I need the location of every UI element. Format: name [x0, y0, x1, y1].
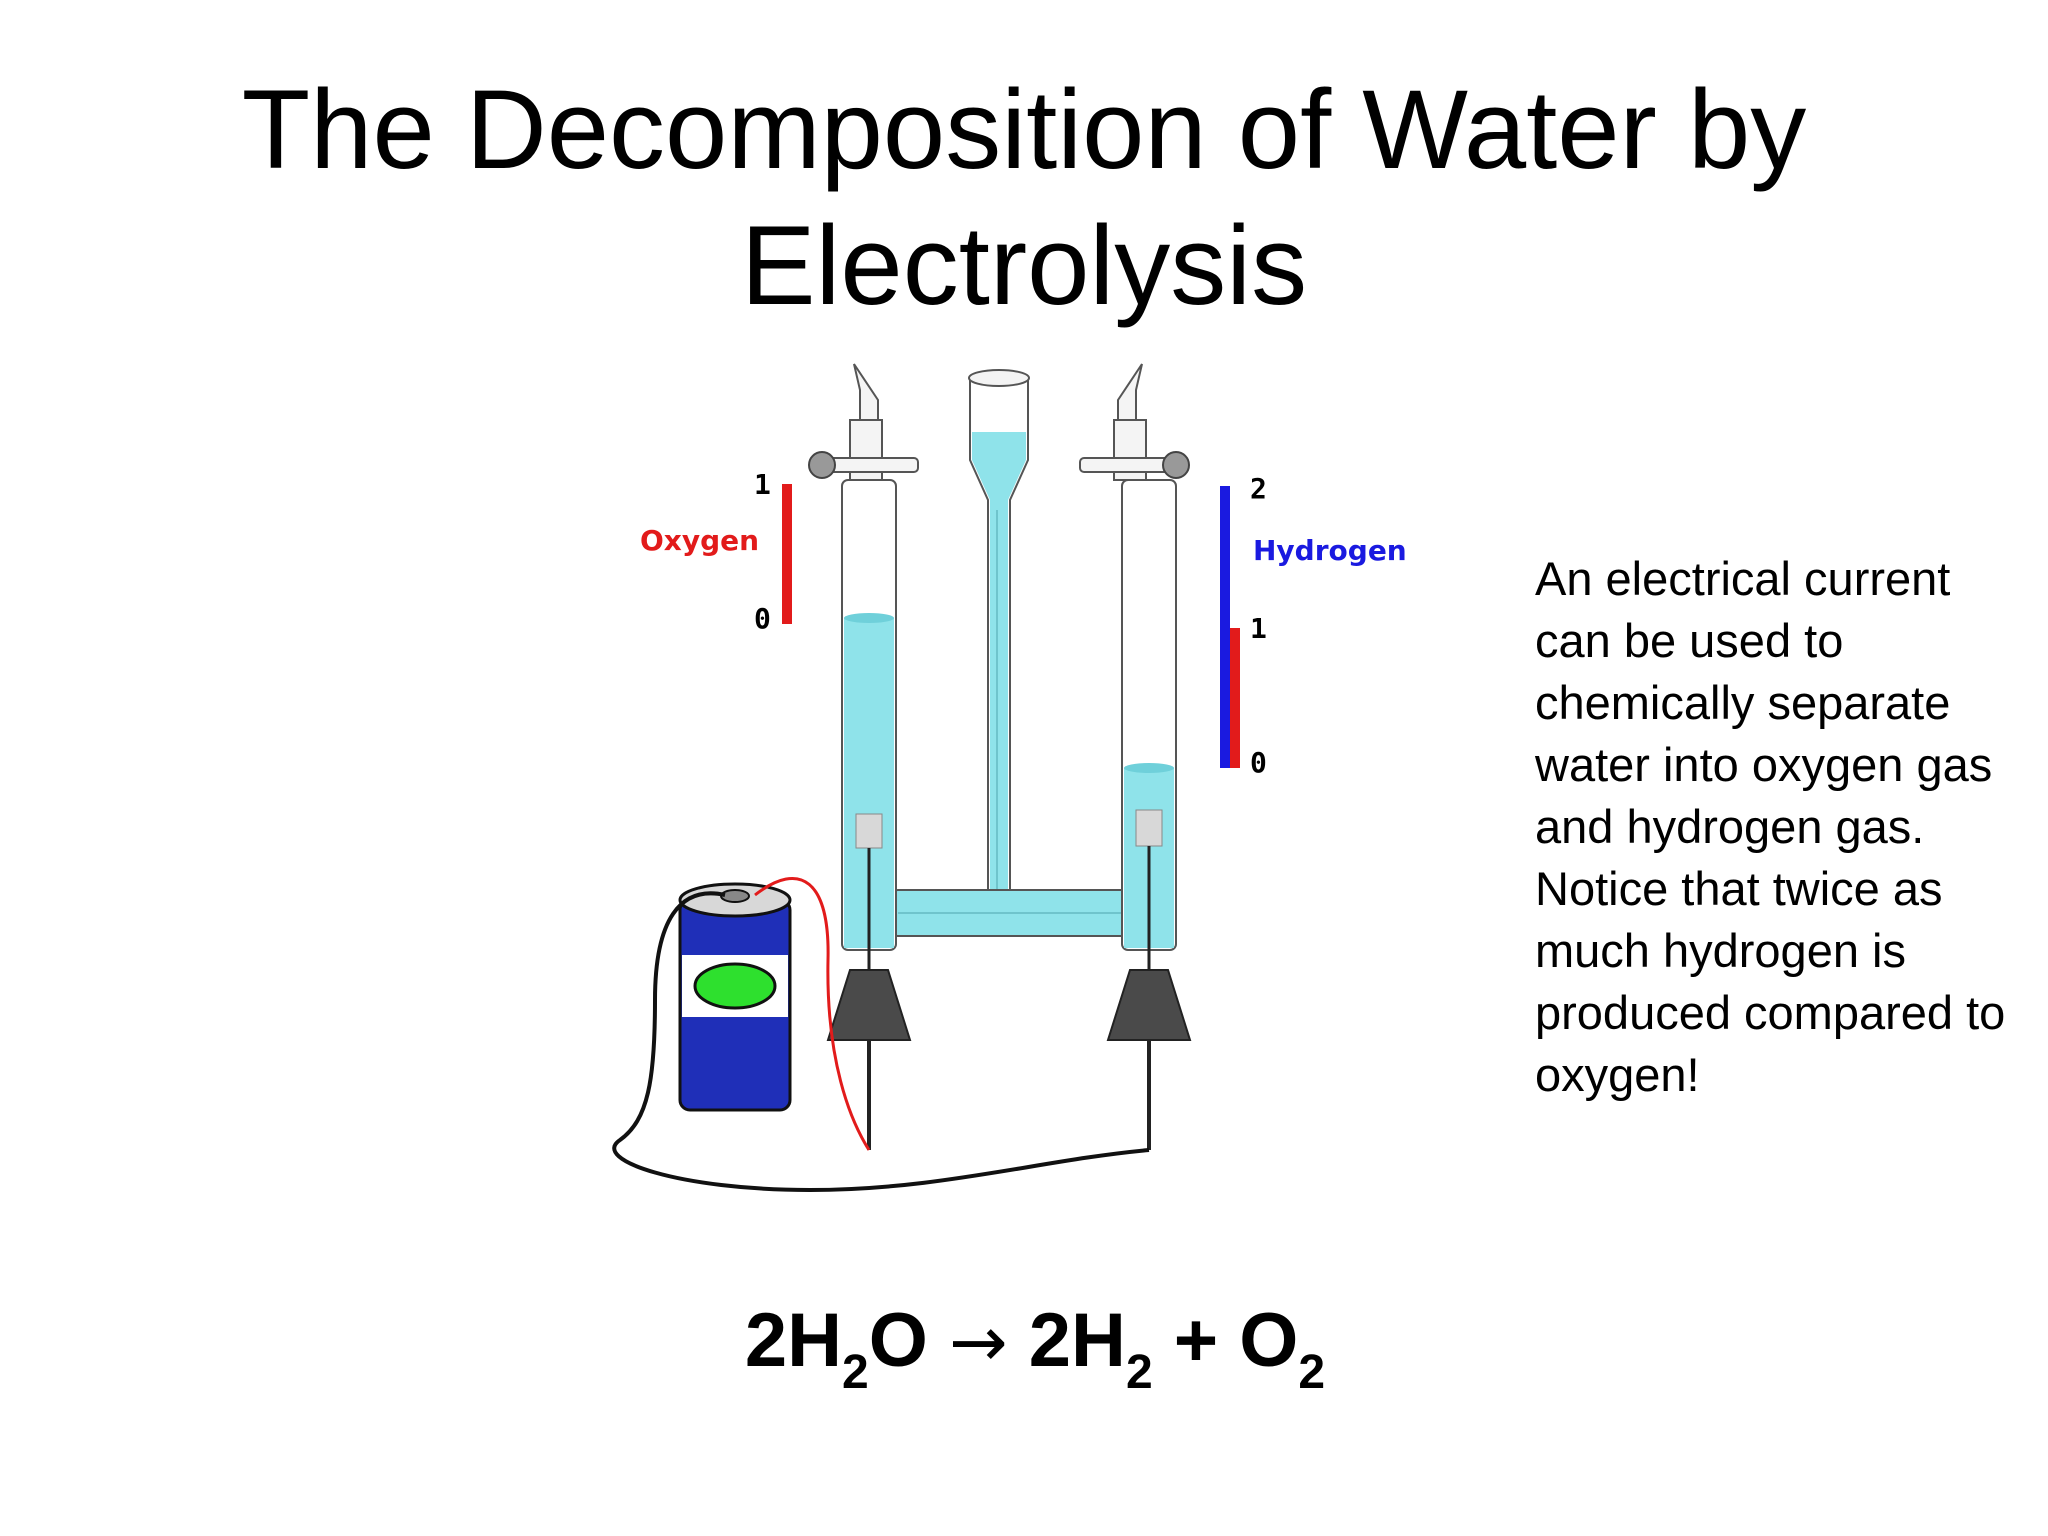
hydrogen-scale-bottom: 0: [1250, 746, 1267, 779]
left-stopper: [826, 969, 912, 1041]
left-stopcock-knob: [808, 451, 836, 479]
equation-reactant-subscript: 2: [842, 1346, 869, 1399]
red-wire: [754, 877, 871, 1151]
black-wire: [612, 891, 1150, 1193]
description-text: An electrical current can be used to che…: [1535, 552, 2006, 1101]
hydrogen-label: Hydrogen: [1253, 534, 1407, 567]
hydrogen-scale-top: 2: [1250, 472, 1267, 505]
hydrogen-scale-level: [1230, 628, 1240, 768]
oxygen-scale-top: 1: [754, 468, 771, 501]
equation-plus: +: [1173, 1298, 1219, 1383]
equation-product-oxygen-subscript: 2: [1298, 1346, 1326, 1399]
right-electrode: [1135, 809, 1163, 847]
left-electrode: [855, 813, 883, 849]
title-line-2: Electrolysis: [740, 203, 1308, 328]
hydrogen-scale: 2 1 0 Hydrogen: [1220, 472, 1407, 779]
reaction-arrow: →: [949, 1301, 1008, 1383]
right-stopcock-knob: [1162, 451, 1190, 479]
equation-product-hydrogen: 2H: [1028, 1298, 1126, 1383]
center-reservoir: [968, 369, 1030, 911]
electrolysis-apparatus: 1 0 Oxygen 2 1 0 Hydrogen: [612, 363, 1407, 1193]
oxygen-scale: 1 0 Oxygen: [640, 468, 792, 635]
connecting-tube: [889, 889, 1141, 937]
equation-reactant: 2H: [744, 1298, 843, 1383]
title-line-1: The Decomposition of Water by: [241, 67, 1807, 192]
battery: [678, 882, 792, 1112]
left-tube: [808, 363, 919, 1150]
equation-product-oxygen: O: [1239, 1298, 1299, 1383]
right-stopper: [1106, 969, 1192, 1041]
equation-product-hydrogen-subscript: 2: [1125, 1346, 1153, 1399]
battery-green-label: [693, 962, 777, 1010]
chemical-equation: 2H2O → 2H2 + O2: [0, 1296, 2048, 1397]
hydrogen-scale-mid: 1: [1250, 612, 1267, 645]
equation-reactant-tail: O: [868, 1298, 928, 1383]
hydrogen-scale-bar: [1220, 486, 1230, 768]
slide-title: The Decomposition of Water by Electrolys…: [0, 62, 2048, 334]
oxygen-scale-bottom: 0: [754, 602, 771, 635]
oxygen-scale-bar: [782, 484, 792, 624]
right-tube: [1079, 363, 1192, 1150]
oxygen-label: Oxygen: [640, 524, 759, 557]
